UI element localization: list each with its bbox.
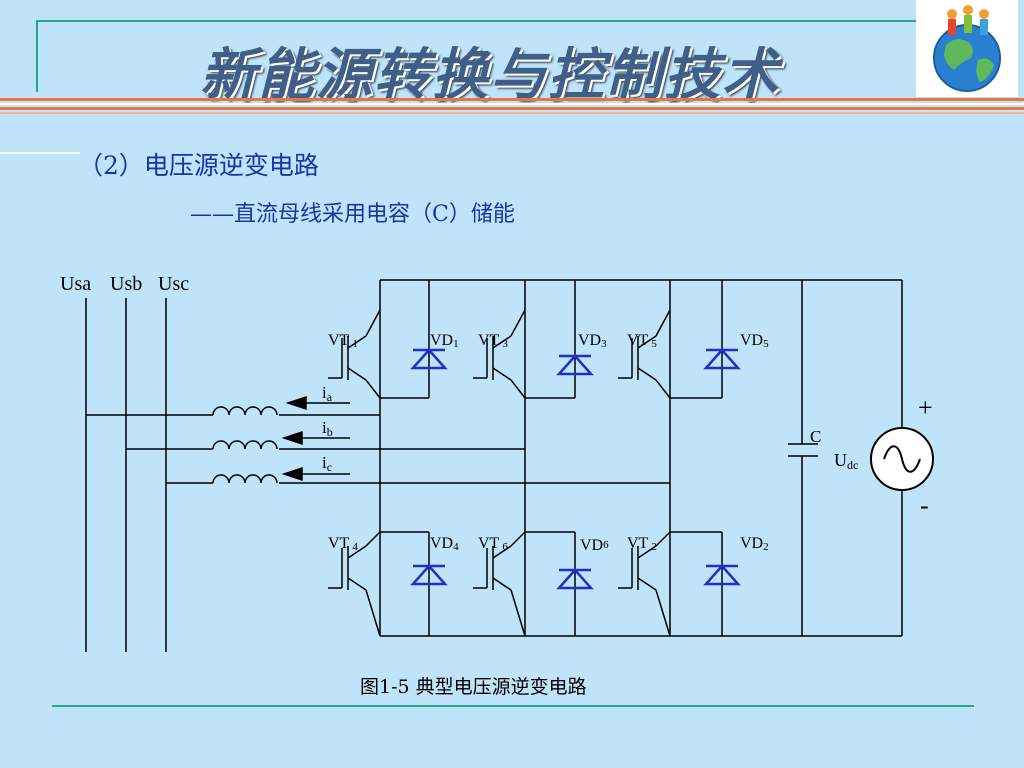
source-label-c: Usc bbox=[158, 273, 189, 295]
inductor-group bbox=[212, 406, 278, 484]
section-heading: （2）电压源逆变电路 bbox=[78, 151, 319, 180]
current-label-b: ib bbox=[322, 418, 333, 439]
plus-terminal-label: + bbox=[918, 393, 933, 422]
footer-line bbox=[52, 705, 974, 707]
vd1-label: VD1 bbox=[430, 332, 459, 350]
source-label-a: Usa bbox=[60, 273, 91, 295]
inverter-circuit-diagram: Usa Usb Usc VT1 VD1 VT3 VD3 VT5 VD5 VT4 … bbox=[60, 273, 934, 652]
globe-logo bbox=[916, 0, 1018, 97]
vd5-label: VD5 bbox=[740, 332, 769, 350]
vd6-label: VD6 bbox=[580, 537, 609, 554]
vd3-label: VD3 bbox=[578, 332, 607, 350]
figure-caption: 图1-5 典型电压源逆变电路 bbox=[360, 676, 587, 698]
vd2-label: VD2 bbox=[740, 535, 769, 553]
subtitle-accent-line bbox=[0, 152, 80, 154]
minus-terminal-label: - bbox=[920, 491, 929, 520]
dc-source-symbol bbox=[870, 427, 934, 491]
header-stripe bbox=[0, 98, 1024, 114]
current-label-a: ia bbox=[322, 383, 333, 404]
diode-group bbox=[410, 348, 741, 590]
source-label-b: Usb bbox=[110, 273, 142, 295]
current-arrows bbox=[281, 395, 350, 482]
igbt-top-row bbox=[328, 309, 671, 399]
frame-left-line bbox=[36, 20, 38, 92]
igbt-bottom-row bbox=[328, 531, 671, 637]
current-label-c: ic bbox=[322, 453, 332, 474]
dc-voltage-label: Udc bbox=[834, 450, 858, 472]
capacitor-label: C bbox=[810, 427, 821, 446]
vd4-label: VD4 bbox=[430, 535, 459, 553]
section-subheading: ——直流母线采用电容（C）储能 bbox=[190, 202, 515, 227]
slide-title: 新能源转换与控制技术 bbox=[200, 43, 780, 108]
frame-top-line bbox=[36, 20, 916, 22]
